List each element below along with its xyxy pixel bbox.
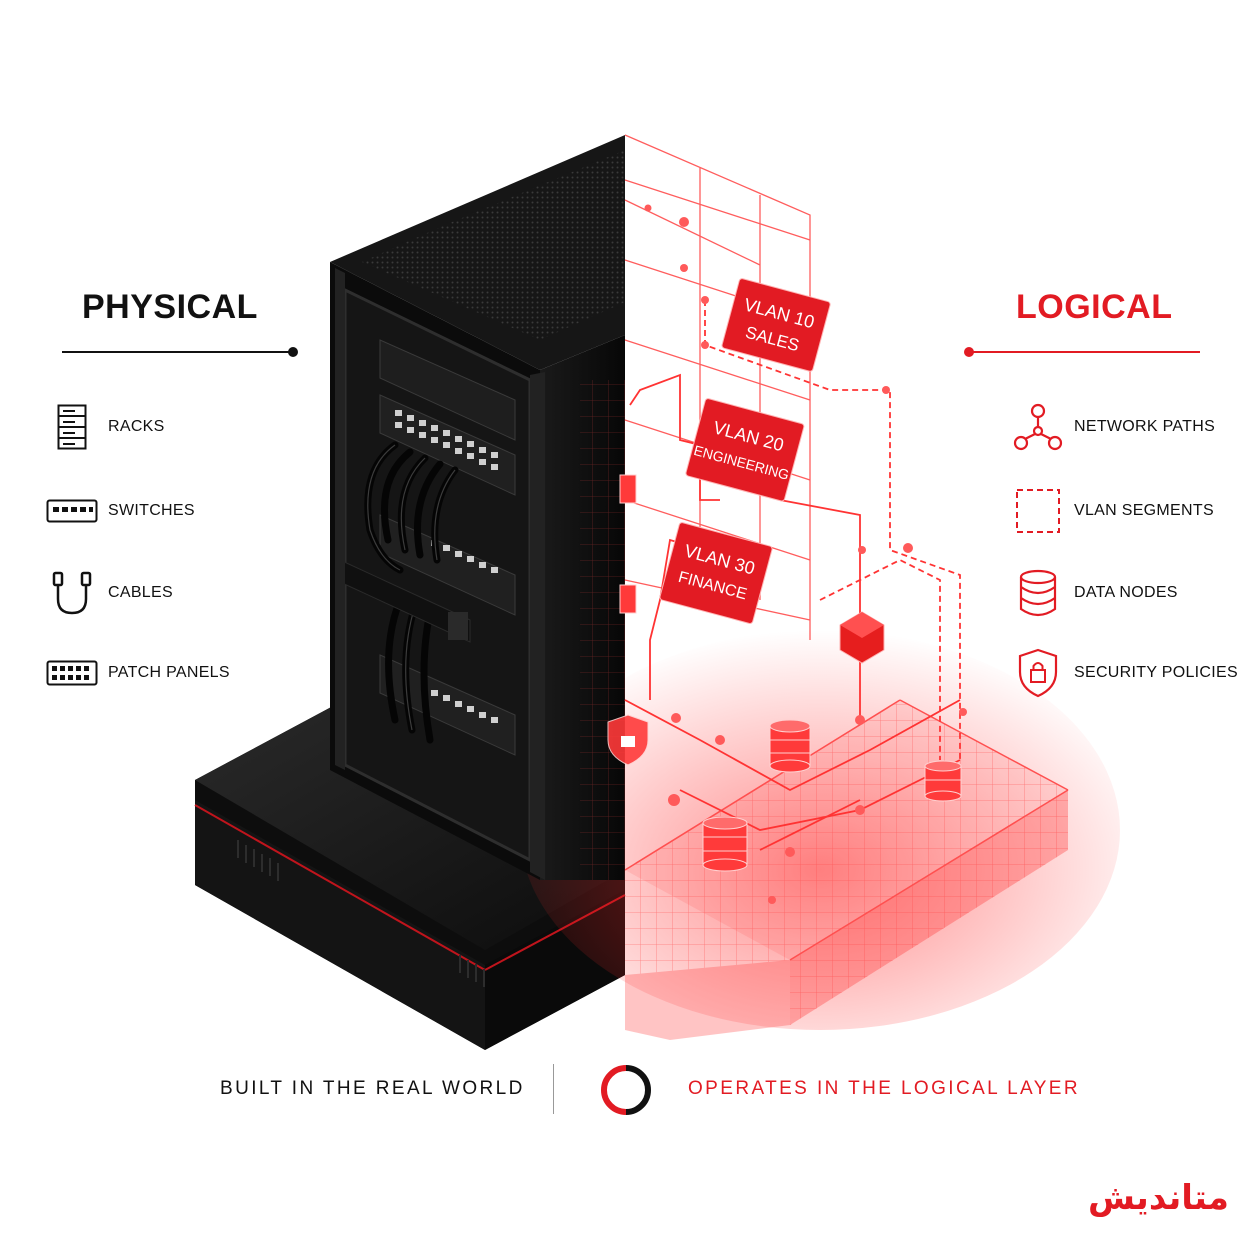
caption-physical: BUILT IN THE REAL WORLD <box>220 1078 525 1099</box>
network-paths-icon <box>1010 402 1066 452</box>
legend-network-paths-label: NETWORK PATHS <box>1074 418 1216 435</box>
rack-icon <box>44 402 100 452</box>
legend-switches: SWITCHES <box>44 486 195 536</box>
patch-panel-icon <box>44 648 100 698</box>
legend-network-paths: NETWORK PATHS <box>1010 402 1215 452</box>
legend-racks-label: RACKS <box>108 418 165 435</box>
caption-logical: OPERATES IN THE LOGICAL LAYER <box>688 1078 1080 1099</box>
vlan-10-tag: VLAN 10 SALES <box>721 278 831 372</box>
legend-data-nodes: DATA NODES <box>1010 568 1178 618</box>
database-icon <box>1010 568 1066 618</box>
physical-title: PHYSICAL <box>82 288 258 326</box>
base-platform <box>194 705 626 1050</box>
data-node-cylinders <box>702 719 962 872</box>
vlan-30-tag: VLAN 30 FINANCE <box>659 522 773 624</box>
vlan-20-tag: VLAN 20 ENGINEERING <box>685 398 805 502</box>
legend-vlan-segments-label: VLAN SEGMENTS <box>1074 502 1214 519</box>
legend-cables-label: CABLES <box>108 584 173 601</box>
caption-divider <box>553 1064 554 1114</box>
vlan-segment-icon <box>1010 486 1066 536</box>
logical-base <box>520 630 1120 1040</box>
logical-rack-wireframe <box>580 134 811 880</box>
legend-vlan-segments: VLAN SEGMENTS <box>1010 486 1214 536</box>
brand-logo: متاندیش <box>1088 1179 1229 1217</box>
legend-racks: RACKS <box>44 402 165 452</box>
server-rack <box>330 135 625 880</box>
legend-patch-panels: PATCH PANELS <box>44 648 230 698</box>
legend-security-policies-label: SECURITY POLICIES <box>1074 664 1238 681</box>
logical-divider <box>964 347 1200 357</box>
switch-icon <box>44 486 100 536</box>
logical-title: LOGICAL <box>1016 288 1173 326</box>
half-ring-icon <box>601 1065 651 1115</box>
physical-divider <box>62 347 298 357</box>
legend-switches-label: SWITCHES <box>108 502 195 519</box>
legend-patch-panels-label: PATCH PANELS <box>108 664 230 681</box>
legend-cables: CABLES <box>44 568 173 618</box>
network-nodes <box>644 204 967 904</box>
cable-icon <box>44 568 100 618</box>
legend-data-nodes-label: DATA NODES <box>1074 584 1178 601</box>
security-shields <box>607 474 885 766</box>
